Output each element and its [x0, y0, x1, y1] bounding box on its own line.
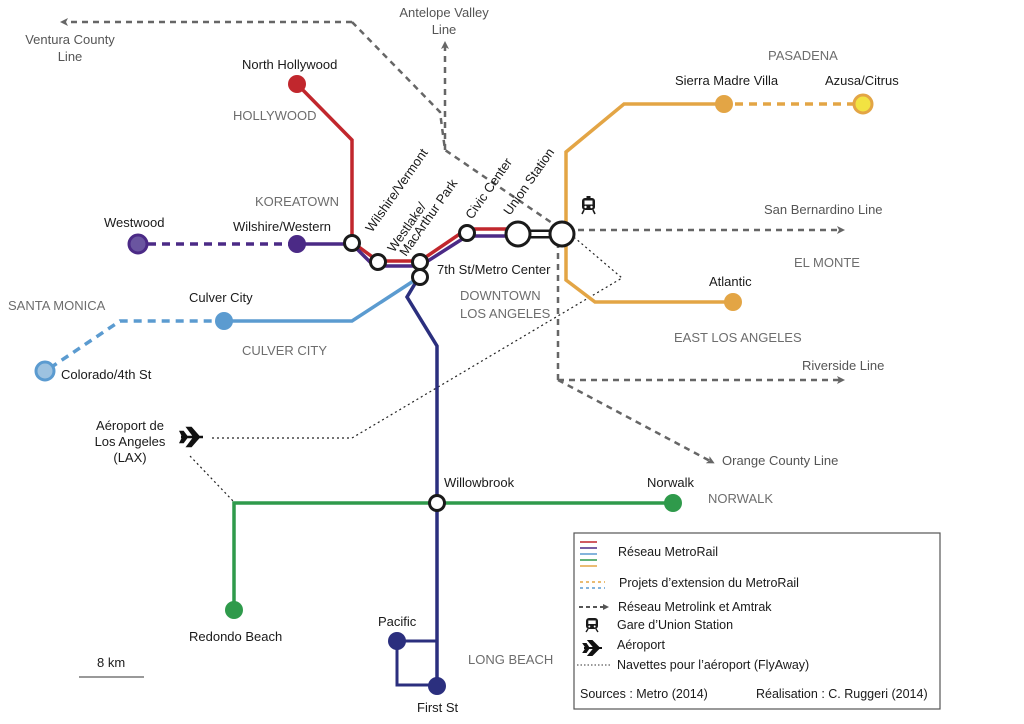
legend-metrorail: Réseau MetroRail	[618, 545, 718, 559]
label-7th-metro-center: 7th St/Metro Center	[437, 262, 551, 277]
area-koreatown: KOREATOWN	[255, 194, 339, 209]
label-antelope-valley: Antelope Valley	[399, 5, 489, 20]
purple-line	[297, 234, 530, 268]
expo-line	[224, 276, 419, 323]
flyaway-route-downtown	[212, 237, 624, 439]
station-wilshire-vermont[interactable]	[343, 234, 361, 252]
label-airport-3: (LAX)	[113, 450, 146, 465]
expo-line-extension	[49, 319, 218, 370]
rail-ventura-diagonal	[351, 21, 556, 227]
legend-sources: Sources : Metro (2014)	[580, 687, 708, 701]
gold-line	[564, 102, 733, 304]
label-north-hollywood: North Hollywood	[242, 57, 337, 72]
blue-line	[404, 281, 439, 687]
station-7th-metro-upper[interactable]	[411, 253, 429, 271]
label-culver-city: Culver City	[189, 290, 253, 305]
area-long-beach: LONG BEACH	[468, 652, 553, 667]
station-north-hollywood[interactable]	[288, 75, 306, 93]
station-wilshire-western[interactable]	[288, 235, 306, 253]
label-colorado-4th: Colorado/4th St	[61, 367, 152, 382]
airplane-icon	[178, 426, 203, 448]
station-culver-city[interactable]	[215, 312, 233, 330]
station-atlantic[interactable]	[724, 293, 742, 311]
station-civic-center[interactable]	[458, 224, 476, 242]
rail-orange-county-line	[557, 378, 715, 464]
label-first-st: First St	[417, 700, 459, 715]
label-san-bernardino-line: San Bernardino Line	[764, 202, 883, 217]
area-norwalk: NORWALK	[708, 491, 773, 506]
label-antelope-line: Line	[432, 22, 457, 37]
legend-credit: Réalisation : C. Ruggeri (2014)	[756, 687, 928, 701]
station-norwalk[interactable]	[664, 494, 682, 512]
label-azusa-citrus: Azusa/Citrus	[825, 73, 899, 88]
legend-extensions: Projets d’extension du MetroRail	[619, 576, 799, 590]
station-redondo-beach[interactable]	[225, 601, 243, 619]
label-ventura-line: Line	[58, 49, 83, 64]
station-westwood[interactable]	[127, 233, 149, 255]
area-downtown-la: LOS ANGELES	[460, 306, 551, 321]
area-east-los-angeles: EAST LOS ANGELES	[674, 330, 802, 345]
legend-metrolink-swatch	[579, 604, 609, 610]
station-willowbrook[interactable]	[428, 494, 446, 512]
label-orange-county-line: Orange County Line	[722, 453, 838, 468]
legend-train-icon	[585, 618, 599, 633]
area-santa-monica: SANTA MONICA	[8, 298, 106, 313]
station-7th-metro-lower[interactable]	[411, 268, 429, 286]
area-pasadena: PASADENA	[768, 48, 838, 63]
station-union-station-east[interactable]	[548, 220, 576, 248]
legend-extension-swatch	[580, 581, 605, 589]
area-el-monte: EL MONTE	[794, 255, 860, 270]
train-icon	[581, 196, 596, 215]
label-airport-1: Aéroport de	[96, 418, 164, 433]
scale-label: 8 km	[97, 655, 125, 670]
label-wilshire-western: Wilshire/Western	[233, 219, 331, 234]
station-colorado-4th[interactable]	[34, 360, 56, 382]
label-riverside-line: Riverside Line	[802, 358, 884, 373]
label-atlantic: Atlantic	[709, 274, 752, 289]
area-hollywood: HOLLYWOOD	[233, 108, 317, 123]
label-sierra-madre-villa: Sierra Madre Villa	[675, 73, 779, 88]
legend: Réseau MetroRail Projets d’extension du …	[573, 532, 941, 710]
station-westlake-macarthur[interactable]	[369, 253, 387, 271]
label-redondo-beach: Redondo Beach	[189, 629, 282, 644]
label-westwood: Westwood	[104, 215, 164, 230]
label-ventura-county: Ventura County	[25, 32, 115, 47]
station-pacific[interactable]	[388, 632, 406, 650]
station-union-station-west[interactable]	[504, 220, 532, 248]
area-culver-city: CULVER CITY	[242, 343, 327, 358]
label-pacific: Pacific	[378, 614, 417, 629]
station-sierra-madre-villa[interactable]	[715, 95, 733, 113]
station-azusa-citrus[interactable]	[852, 93, 874, 115]
legend-airplane-icon	[582, 640, 602, 656]
legend-union-station: Gare d’Union Station	[617, 618, 733, 632]
green-line	[232, 501, 673, 610]
legend-metrorail-swatch	[580, 541, 597, 567]
label-willowbrook: Willowbrook	[444, 475, 515, 490]
legend-metrolink: Réseau Metrolink et Amtrak	[618, 600, 772, 614]
area-downtown: DOWNTOWN	[460, 288, 541, 303]
label-airport-2: Los Angeles	[95, 434, 166, 449]
legend-flyaway: Navettes pour l’aéroport (FlyAway)	[617, 658, 809, 672]
station-first-st[interactable]	[428, 677, 446, 695]
legend-airport: Aéroport	[617, 638, 665, 652]
label-norwalk: Norwalk	[647, 475, 694, 490]
flyaway-route-south	[189, 455, 235, 503]
